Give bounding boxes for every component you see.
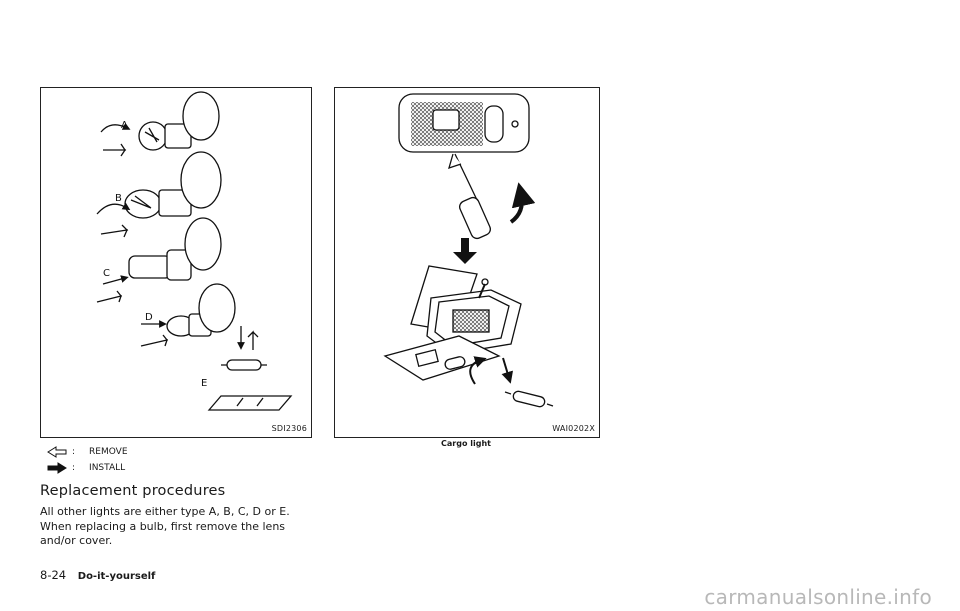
bulb-label-d: D	[145, 312, 153, 323]
section-name: Do-it-yourself	[77, 571, 156, 582]
bulb-e-drawing	[207, 326, 293, 411]
bulb-d-drawing	[140, 283, 236, 347]
bulb-label-e: E	[201, 378, 207, 389]
festoon-bulb-drawing	[504, 390, 554, 408]
lens-drawing	[398, 93, 530, 153]
remove-arrow-icon	[47, 446, 67, 458]
page-footer: 8-24 Do-it-yourself	[40, 568, 155, 582]
bulb-types-figure: A B C D E SDI2306	[40, 87, 312, 438]
watermark: carmanualsonline.info	[704, 585, 932, 609]
bulb-b-drawing	[96, 151, 222, 238]
bulb-label-a: A	[121, 120, 128, 131]
page-number: 8-24	[40, 568, 67, 582]
legend-install: : INSTALL	[46, 461, 125, 475]
figure-caption: Cargo light	[441, 439, 491, 448]
bulb-label-b: B	[115, 193, 122, 204]
figure-code: SDI2306	[271, 424, 307, 433]
cargo-light-illustration	[383, 93, 554, 408]
cargo-light-figure: WAI0202X	[334, 87, 600, 438]
legend-remove-label: REMOVE	[89, 447, 128, 457]
body-paragraph: All other lights are either type A, B, C…	[40, 505, 290, 547]
install-arrow-icon	[47, 462, 67, 474]
down-arrow-icon	[453, 238, 477, 264]
bulb-label-c: C	[103, 268, 110, 279]
section-heading: Replacement procedures	[40, 483, 226, 499]
bulb-a-drawing	[100, 91, 220, 157]
legend-remove: : REMOVE	[46, 445, 128, 459]
legend-install-label: INSTALL	[89, 463, 126, 473]
bulb-types-illustration: A B C D E	[96, 91, 293, 411]
figure-code: WAI0202X	[552, 424, 595, 433]
bulb-c-drawing	[96, 217, 222, 303]
screwdriver-drawing	[448, 153, 536, 240]
lens-cover-drawing	[383, 335, 514, 385]
